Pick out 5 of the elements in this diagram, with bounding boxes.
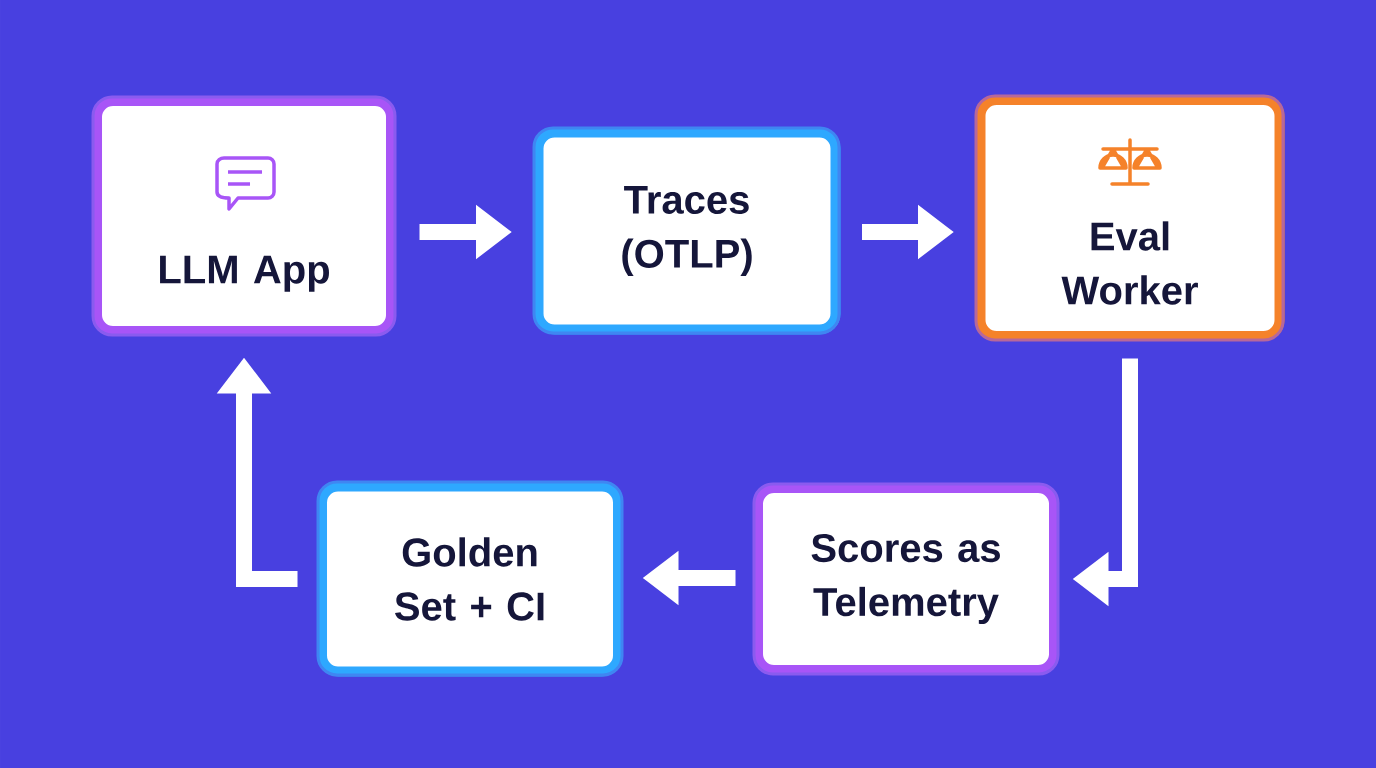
process-box: Traces (OTLP)	[533, 127, 841, 335]
process-box: Scores as Telemetry	[753, 483, 1059, 675]
process-box: Eval Worker	[975, 95, 1285, 341]
process-box: LLM App	[92, 96, 396, 336]
process-box: Golden Set + CI	[317, 481, 623, 677]
